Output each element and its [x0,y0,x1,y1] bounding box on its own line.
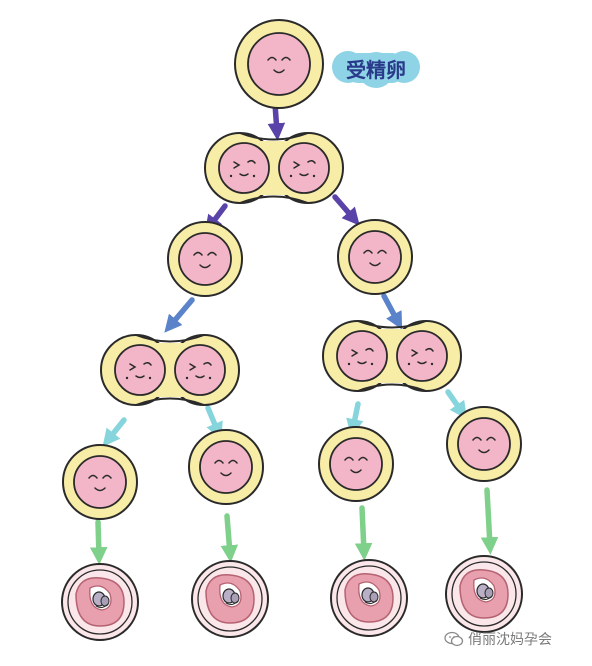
wink-face-icon [125,361,152,380]
wechat-icon [444,631,464,647]
cells [61,19,523,641]
arrow-down-icon [220,513,239,563]
arrow-down-icon [332,194,360,226]
zygote-label: 受精卵 [346,58,406,82]
wink-face-icon [347,347,374,366]
embryo-2 [191,560,269,638]
zygote-cell [234,19,324,109]
arrows [89,101,499,565]
smiley-face-icon [214,459,238,477]
arrow-down-icon [480,487,499,555]
embryo-1 [61,563,139,641]
arrow-down-icon [89,519,108,565]
wink-face-icon [407,347,434,366]
watermark: 俏丽沈妈孕会 [444,626,584,652]
watermark-text: 俏丽沈妈孕会 [468,632,552,648]
smiley-face-icon [472,436,496,454]
zygote-label-bubble: 受精卵 [332,51,420,88]
arrow-down-icon [164,297,195,333]
smiley-face-icon [267,56,291,74]
wink-face-icon [289,159,316,178]
arrow-down-icon [205,405,223,441]
wink-face-icon [229,159,256,178]
wink-face-icon [185,361,212,380]
arrow-down-icon [445,389,468,420]
smiley-face-icon [193,251,217,269]
arrow-down-icon [102,417,127,447]
smiley-face-icon [363,249,387,267]
two-cell-stage [204,132,344,204]
cell-level2-left [167,221,243,297]
cell-level4-4 [446,406,522,482]
arrow-down-icon [346,401,364,437]
arrow-down-icon [354,505,373,561]
cell-level4-3 [318,426,394,502]
two-cell-left [100,334,240,406]
smiley-face-icon [344,456,368,474]
cell-level2-right [337,219,413,295]
embryo-4 [445,555,523,633]
embryo-3 [330,559,408,637]
arrow-down-icon [381,293,403,330]
cell-level4-1 [62,444,138,520]
cell-level4-2 [188,429,264,505]
two-cell-right [322,320,462,392]
smiley-face-icon [88,474,112,492]
